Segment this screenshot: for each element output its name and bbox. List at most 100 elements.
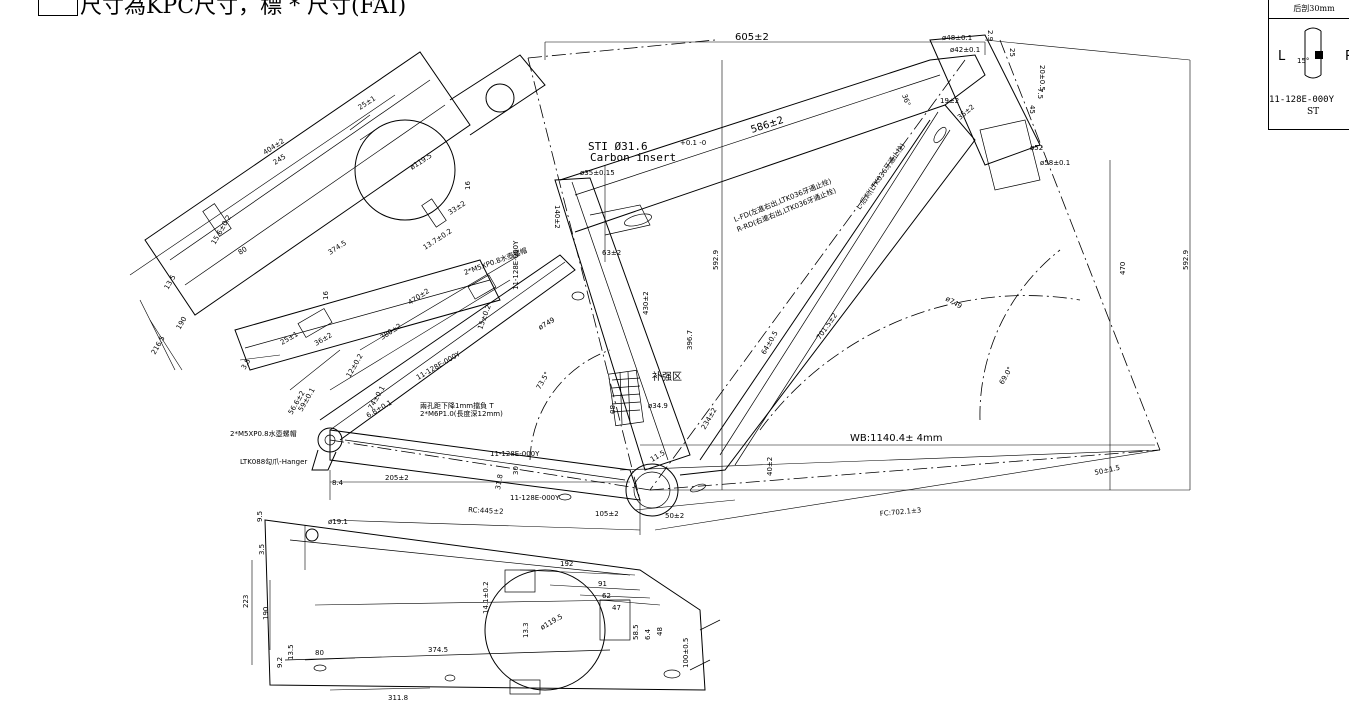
label-rear-3: 31.8	[494, 474, 505, 491]
label-lower-95: 9.5	[256, 511, 264, 522]
note-marker-box	[38, 0, 78, 16]
label-lower-58: 58.5	[632, 624, 640, 640]
label-upper-190: 190	[175, 315, 189, 331]
lower-detail-view	[251, 519, 721, 695]
label-angle-69: 69.0°	[998, 365, 1014, 386]
label-lower-311: 311.8	[388, 694, 408, 702]
label-lower-100: 100±0.5	[682, 638, 690, 668]
label-head-len-b: 25	[1008, 48, 1016, 57]
label-code-b: 11-128E-000Y	[415, 350, 462, 382]
label-sti-tol: +0.1 -0	[680, 139, 706, 147]
label-seat-d: ø35±0.15	[580, 169, 615, 177]
label-lower-80: 80	[315, 649, 324, 657]
label-rc: RC:445±2	[468, 506, 504, 516]
label-lower-119: ø119.5	[539, 613, 564, 632]
label-m5-note1: 兩孔距下降1mm擋負 T	[420, 401, 494, 410]
label-upper-470: 470±2	[407, 287, 431, 307]
label-bb-40: 40±2	[766, 457, 774, 476]
legend-tube-icon: 15°	[1297, 27, 1323, 79]
label-lower-133: 13.3	[522, 622, 530, 638]
legend-top-text: 后剖30mm	[1269, 0, 1349, 19]
legend-position: ST	[1307, 107, 1320, 117]
label-upper-135: 13.5	[163, 273, 178, 291]
label-code-c: 11-128E-000Y	[490, 450, 540, 458]
legend-right-letter: R	[1345, 49, 1349, 64]
dimension-lines	[329, 39, 1191, 535]
label-upper-16b: 16	[322, 291, 330, 300]
label-lower-91: 91	[598, 580, 607, 588]
label-lower-35: 3.5	[258, 544, 266, 555]
label-bb-592-right: 592.9	[1182, 250, 1190, 270]
label-seat-top: 19±2	[940, 97, 959, 105]
legend-code: 11-128E-000Y	[1269, 95, 1335, 105]
label-m5-b: 2*M5XP0.8水壺螺帽	[230, 429, 297, 438]
label-lower-48: 48	[656, 627, 664, 636]
label-sti: STI Ø31.6	[588, 140, 648, 153]
label-bb-80: 80	[608, 405, 616, 414]
label-upper-25b: 25±1	[279, 330, 300, 347]
label-lower-192: 192	[560, 560, 573, 568]
label-upper-16: 16	[464, 181, 472, 190]
label-lower-47: 47	[612, 604, 621, 612]
legend-left-letter: L	[1278, 49, 1286, 64]
label-bb-105: 105±2	[595, 510, 619, 518]
label-angle-36: 36°	[900, 93, 912, 107]
label-right-470: 470	[1119, 262, 1127, 275]
label-code-a: 11-128E-000Y	[512, 240, 520, 290]
label-lower-190: 190	[262, 607, 270, 620]
label-lower-62: 62	[602, 592, 611, 600]
label-lower-135: 13.5	[287, 644, 295, 660]
label-upper-119: ø119.5	[409, 152, 434, 172]
label-cable-rear: L-后刹(LTK036牙通止栓)	[854, 141, 907, 211]
label-carbon-insert: Carbon insert	[590, 151, 676, 164]
label-head-d2: ø42±0.1	[950, 46, 980, 54]
label-seat-140: 140±2	[553, 205, 561, 229]
label-top-tube: 586±2	[750, 115, 786, 136]
label-lower-92: 9.2	[276, 657, 284, 668]
label-bb-205: 205±2	[385, 474, 409, 482]
label-head-d3: ø52	[1030, 144, 1043, 152]
label-upper-35: 3.5	[240, 357, 252, 371]
label-down-701: 701.5±2	[815, 312, 839, 341]
header-note: 尺寸為KPC尺寸，標 * 尺寸(FAI)	[38, 0, 406, 20]
label-fc: FC:702.1±3	[879, 506, 921, 518]
label-head-v2: 7.5	[1036, 88, 1044, 99]
legend-box: 后剖30mm L 15° R 11-128E-000Y ST	[1268, 0, 1349, 130]
label-seat-430: 430±2	[642, 291, 650, 315]
label-upper-749: ø749	[537, 316, 556, 332]
label-bb-30: 30	[512, 466, 520, 475]
label-lower-191: ø19.1	[328, 518, 348, 526]
label-angle-73: 73.5°	[535, 370, 551, 391]
label-head-v3: 45	[1028, 105, 1036, 114]
label-upper-216: 216.5	[150, 335, 167, 356]
label-head-d4: ø58±0.1	[1040, 159, 1070, 167]
label-upper-36: 36±2	[313, 331, 334, 348]
label-upper-380: 380±2	[379, 322, 403, 342]
label-hanger: LTK088勾爪-Hanger	[240, 457, 307, 466]
upper-detail-view	[129, 51, 546, 391]
label-seat-396: 396.7	[686, 330, 694, 350]
label-code-d: 11-128E-000Y	[510, 494, 560, 502]
label-lower-374: 374.5	[428, 646, 448, 654]
header-note-text: 尺寸為KPC尺寸，標 * 尺寸(FAI)	[80, 0, 407, 19]
label-down-64: 64±0.5	[760, 330, 780, 356]
label-head-v1: 20±0.5	[1038, 65, 1046, 91]
label-upper-80: 80	[237, 245, 249, 257]
label-upper-137: 13.7±0.2	[422, 227, 454, 251]
label-bb-right-50: 50±1.5	[1094, 464, 1121, 477]
label-upper-33: 33±2	[447, 199, 467, 216]
label-lower-141: 14.1±0.2	[482, 581, 490, 614]
label-m5-note2: 2*M6P1.0(長度深12mm)	[420, 409, 503, 418]
label-seat-63: 63±2	[602, 249, 621, 257]
label-lower-64: 6.4	[644, 628, 652, 640]
label-head-len-a: 2.9	[986, 30, 994, 41]
label-head-d1: ø48±0.1	[942, 34, 972, 42]
label-lower-223: 223	[242, 595, 250, 608]
label-reinforce: 补强区	[652, 370, 682, 383]
label-wb: WB:1140.4± 4mm	[850, 433, 943, 444]
label-bb-d: ø34.9	[648, 402, 668, 410]
label-upper-245: 245	[272, 153, 288, 167]
label-upper-374: 374.5	[327, 239, 348, 257]
label-top-length: 605±2	[735, 32, 769, 43]
